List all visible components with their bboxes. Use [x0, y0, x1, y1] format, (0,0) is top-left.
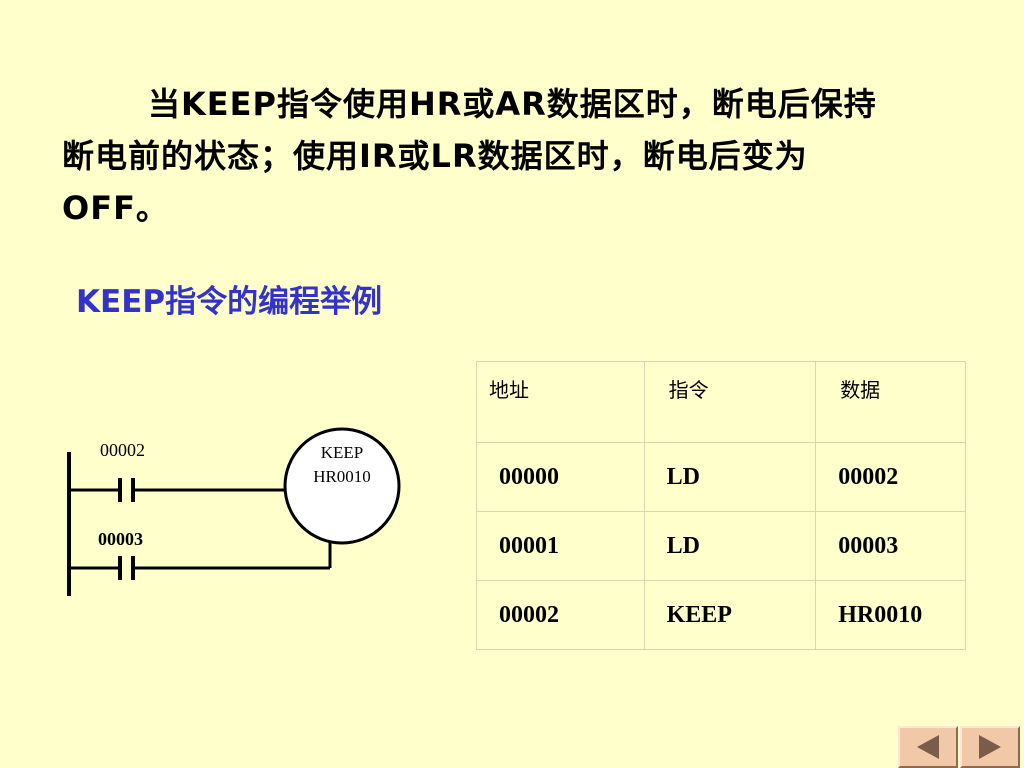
- instruction-table: 地址 指令 数据 00000 LD 00002 00001 LD 00003 0…: [476, 361, 966, 650]
- table-row: 00001 LD 00003: [476, 511, 966, 581]
- contact1-label: 00002: [100, 440, 145, 460]
- paragraph-line-2: 断电前的状态；使用IR或LR数据区时，断电后变为: [62, 137, 808, 175]
- cell-data: 00002: [815, 442, 966, 512]
- ladder-diagram: 00002 00003 KEEP HR0010: [67, 427, 401, 596]
- table-row: 00002 KEEP HR0010: [476, 580, 966, 650]
- triangle-right-icon: [979, 735, 1001, 759]
- table-row: 00000 LD 00002: [476, 442, 966, 512]
- triangle-left-icon: [917, 735, 939, 759]
- header-data: 数据: [815, 361, 966, 443]
- cell-address: 00000: [476, 442, 645, 512]
- cell-instruction: KEEP: [643, 580, 817, 650]
- description-paragraph: 当KEEP指令使用HR或AR数据区时，断电后保持 断电前的状态；使用IR或LR数…: [62, 78, 962, 234]
- slide-navigation: [898, 726, 1020, 768]
- cell-data: 00003: [815, 511, 966, 581]
- keep-coil-circle: [283, 427, 401, 545]
- next-slide-button[interactable]: [960, 726, 1020, 768]
- header-instruction: 指令: [643, 361, 817, 443]
- cell-data: HR0010: [815, 580, 966, 650]
- example-heading: KEEP指令的编程举例: [76, 284, 383, 320]
- paragraph-line-1: 当KEEP指令使用HR或AR数据区时，断电后保持: [148, 85, 877, 123]
- table-header-row: 地址 指令 数据: [476, 361, 966, 443]
- coil-text-address: HR0010: [313, 467, 371, 486]
- contact2-label: 00003: [98, 529, 143, 549]
- coil-text-keep: KEEP: [321, 443, 364, 462]
- cell-instruction: LD: [643, 442, 817, 512]
- cell-address: 00002: [476, 580, 645, 650]
- header-address: 地址: [476, 361, 645, 443]
- paragraph-line-3: OFF。: [62, 189, 169, 227]
- cell-instruction: LD: [643, 511, 817, 581]
- cell-address: 00001: [476, 511, 645, 581]
- previous-slide-button[interactable]: [898, 726, 958, 768]
